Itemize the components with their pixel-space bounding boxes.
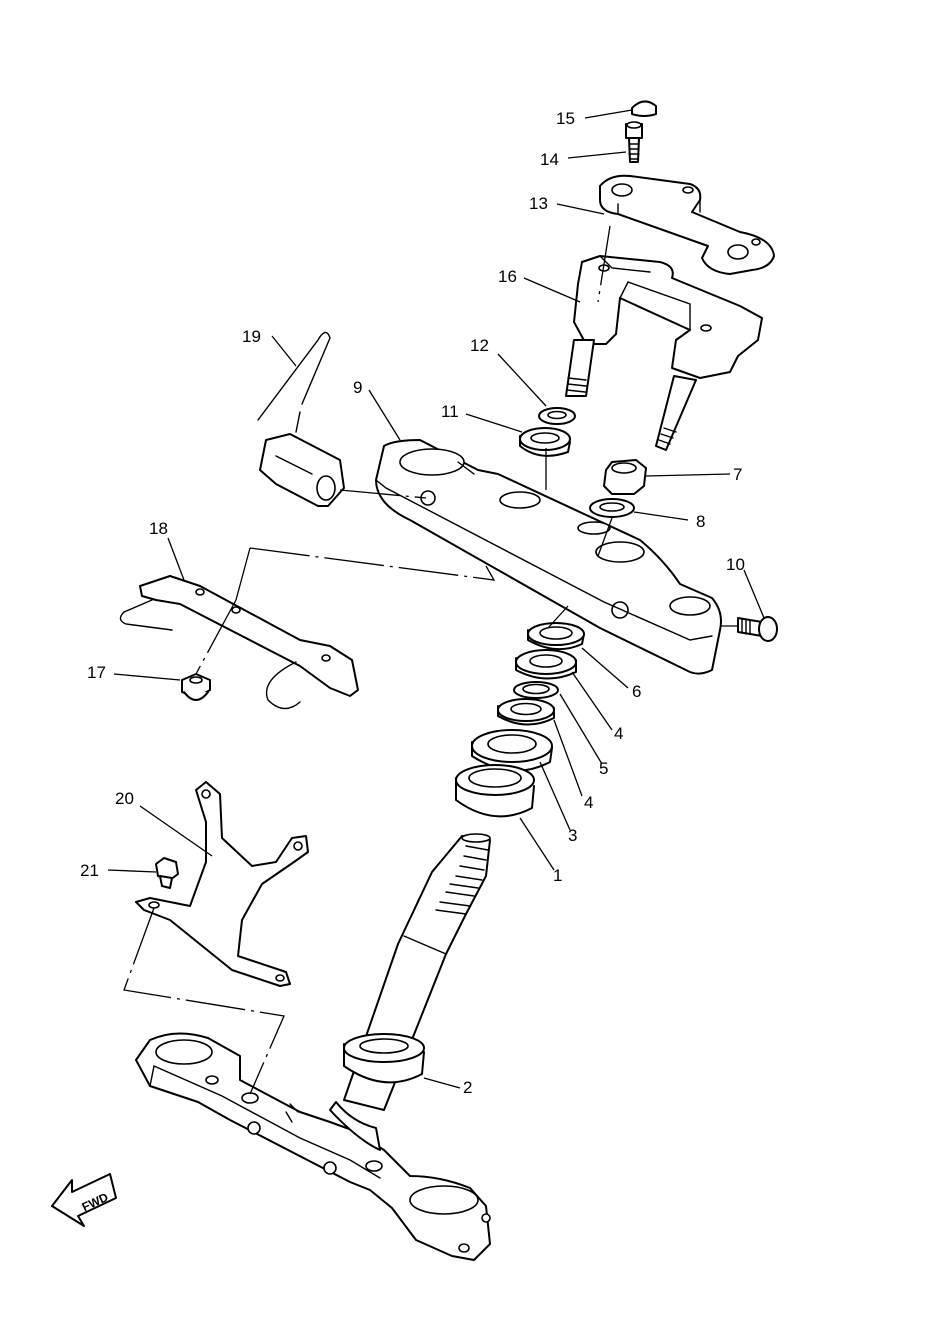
part-18-bracket <box>119 575 359 710</box>
callout-labels: 15 14 13 16 12 19 9 11 7 8 18 10 6 17 4 … <box>80 109 745 1097</box>
callout-18: 18 <box>149 519 168 538</box>
callout-4-upper: 4 <box>614 724 623 743</box>
part-8-washer <box>589 498 635 518</box>
part-10-bolt <box>737 616 778 642</box>
part-19-wire-clip <box>257 331 345 507</box>
part-16-handlebar-holder <box>565 255 763 451</box>
callout-5: 5 <box>599 759 608 778</box>
callout-21: 21 <box>80 861 99 880</box>
part-4-lower-nut <box>497 698 555 726</box>
part-6-ring-nut <box>527 622 585 651</box>
callout-16: 16 <box>498 267 517 286</box>
callout-7: 7 <box>733 465 742 484</box>
callout-3: 3 <box>568 826 577 845</box>
part-15-cap <box>631 100 657 117</box>
callout-17: 17 <box>87 663 106 682</box>
leader-lines <box>107 109 765 1089</box>
part-2-lower-bearing <box>343 1033 425 1084</box>
callout-4-lower: 4 <box>584 793 593 812</box>
callout-19: 19 <box>242 327 261 346</box>
callout-2: 2 <box>463 1078 472 1097</box>
callout-14: 14 <box>540 150 559 169</box>
callout-1: 1 <box>553 866 562 885</box>
assembly-centerlines <box>123 225 738 1095</box>
part-21-bolt <box>155 857 179 889</box>
part-3-dust-seal <box>471 729 553 772</box>
callout-13: 13 <box>529 194 548 213</box>
callout-11: 11 <box>441 402 459 421</box>
callout-9: 9 <box>353 378 362 397</box>
callout-10: 10 <box>726 555 745 574</box>
part-4-upper-washer <box>515 649 577 680</box>
callout-15: 15 <box>556 109 575 128</box>
callout-20: 20 <box>115 789 134 808</box>
under-bracket <box>135 1032 491 1261</box>
part-20-bracket <box>135 781 309 987</box>
part-1-bearing <box>455 764 535 818</box>
part-14-bolt <box>625 121 643 163</box>
part-17-nut <box>181 673 211 701</box>
part-5-washer <box>513 681 559 699</box>
part-11-damper <box>519 427 571 457</box>
fwd-arrow-icon: FWD <box>51 1173 117 1227</box>
callout-6: 6 <box>632 682 641 701</box>
part-13-upper-clamp <box>599 174 775 275</box>
part-9-upper-bracket <box>375 439 722 675</box>
part-7-nut <box>603 459 647 495</box>
callout-8: 8 <box>696 512 705 531</box>
part-12-washer <box>538 407 576 425</box>
callout-12: 12 <box>470 336 489 355</box>
